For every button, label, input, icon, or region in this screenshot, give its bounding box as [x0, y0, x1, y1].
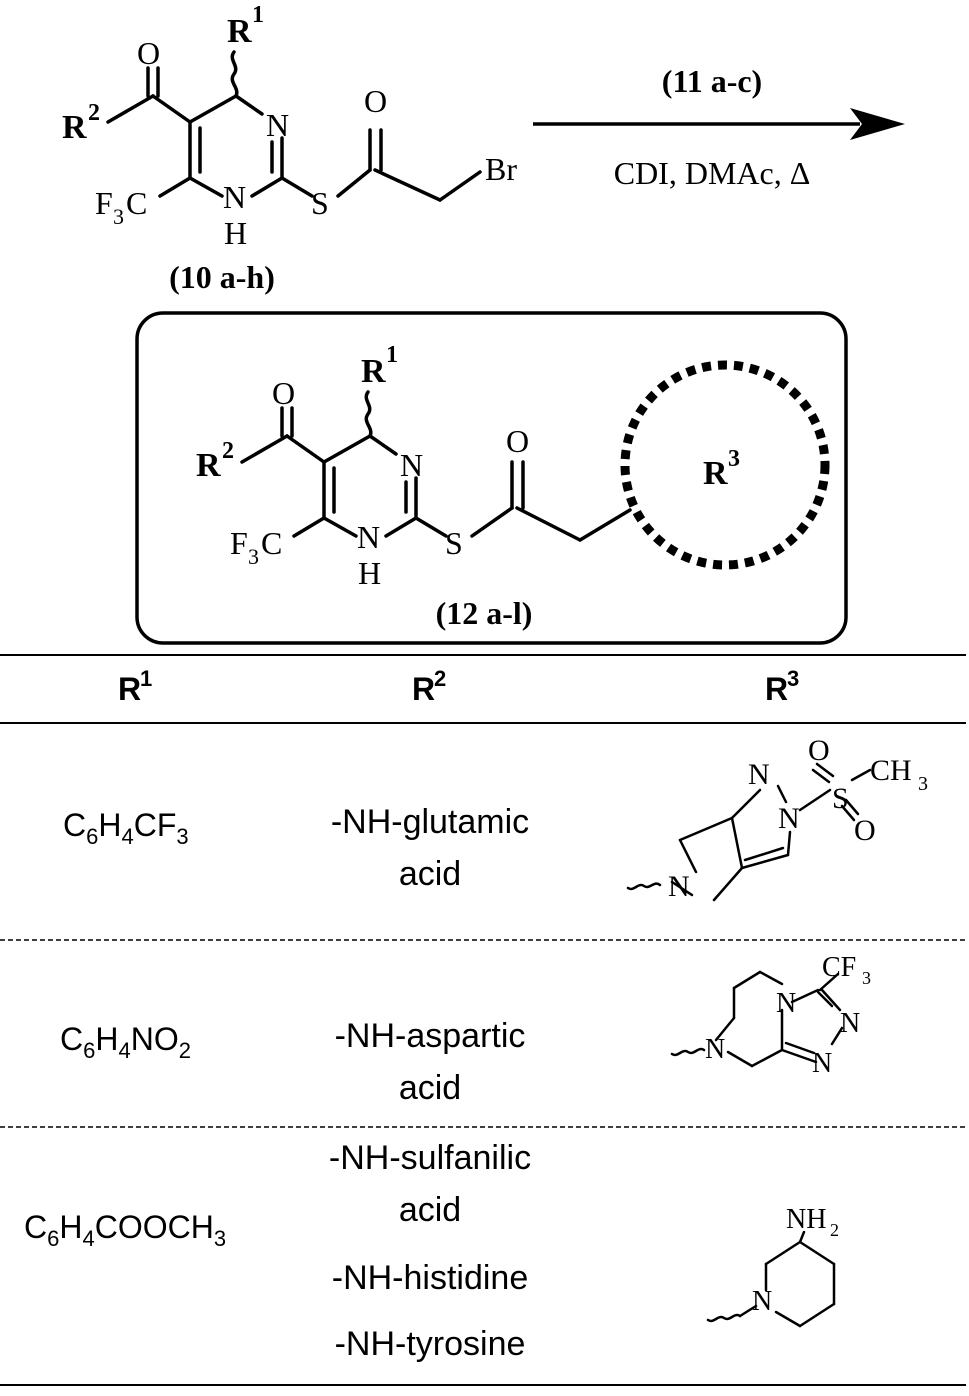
- atom-h: H: [224, 215, 247, 251]
- row3-r2: -NH-sulfanilic acid -NH-histidine -NH-ty…: [290, 1132, 570, 1370]
- reactant-label: (10 a-h): [169, 259, 275, 295]
- atom-n: N: [812, 1048, 832, 1079]
- atom-sub: 3: [113, 204, 124, 229]
- atom-sub: 3: [862, 968, 871, 988]
- r1-column: C6H4CF3 C6H4NO2 C6H4COOCH3: [24, 807, 226, 1251]
- row3-r1: C6H4COOCH3: [24, 1209, 226, 1251]
- product-atoms: O R 1 R 2 N N H F 3 C S O R 3 (12 a-l): [196, 342, 740, 631]
- table-rules: [0, 654, 966, 1386]
- atom-ch: CH: [870, 754, 912, 787]
- atom-n: N: [748, 758, 770, 791]
- row2-r2: -NH-aspartic acid: [290, 1010, 570, 1114]
- reagent-label: (11 a-c): [662, 63, 762, 99]
- product-box: [135, 311, 848, 645]
- row3-r2-line4: -NH-tyrosine: [334, 1325, 526, 1363]
- atom-s: S: [311, 185, 329, 221]
- r3-structure-row1: N N N S O O CH 3: [626, 734, 928, 903]
- product-label: (12 a-l): [436, 595, 533, 631]
- atom-h: H: [358, 555, 381, 591]
- header-r3-sup: 3: [787, 666, 799, 691]
- atom-n: N: [668, 870, 690, 903]
- atom-n: N: [776, 988, 796, 1019]
- atom-n: N: [705, 1034, 725, 1065]
- atom-br: Br: [485, 151, 517, 187]
- atom-r: R: [62, 109, 87, 146]
- atom-o: O: [506, 423, 529, 459]
- atom-sub: 2: [830, 1220, 839, 1240]
- row1-r1: C6H4CF3: [63, 807, 189, 849]
- r3-placeholder-circle: [620, 360, 830, 570]
- row3-r2-line1: -NH-sulfanilic: [328, 1139, 532, 1177]
- atom-n: N: [223, 179, 246, 215]
- row1-r2-line2: acid: [398, 855, 462, 893]
- row2-r2-line2: acid: [398, 1069, 462, 1107]
- header-r3: R: [765, 671, 788, 707]
- atom-sup: 3: [728, 446, 740, 472]
- atom-sub: 3: [918, 773, 928, 795]
- atom-sup: 1: [386, 342, 398, 368]
- atom-f: F: [95, 185, 113, 221]
- row3-r2-line3: -NH-histidine: [331, 1259, 529, 1297]
- atom-f: F: [230, 525, 248, 561]
- atom-r: R: [703, 455, 728, 492]
- reactant-atoms: O R 1 R 2 N N H F 3 C S O Br (10 a-h): [62, 2, 517, 295]
- atom-s: S: [832, 782, 849, 815]
- atom-n: N: [752, 1286, 772, 1317]
- atom-sup: 1: [252, 2, 264, 28]
- atom-r: R: [361, 353, 386, 390]
- atom-o: O: [137, 35, 160, 71]
- row3-r2-line2: acid: [398, 1191, 462, 1229]
- atom-c: C: [261, 525, 282, 561]
- atom-r: R: [227, 13, 252, 50]
- atom-n: N: [357, 519, 380, 555]
- conditions-label: CDI, DMAc, Δ: [614, 155, 811, 191]
- atom-n: N: [778, 802, 800, 835]
- atom-cf: CF: [822, 952, 856, 983]
- r3-structure-row3: N NH 2: [706, 1204, 839, 1328]
- product-bonds: [240, 390, 632, 542]
- atom-sup: 2: [88, 100, 100, 126]
- row2-r2-line1: -NH-aspartic: [334, 1017, 526, 1055]
- reaction-arrow: (11 a-c) CDI, DMAc, Δ: [533, 63, 905, 191]
- row1-r2-line1: -NH-glutamic: [330, 803, 530, 841]
- header-r2-sup: 2: [434, 666, 446, 691]
- table-header: R 1 R 2 R 3: [118, 666, 799, 707]
- row2-r1: C6H4NO2: [60, 1021, 191, 1063]
- atom-o: O: [272, 375, 295, 411]
- r3-structure-row2: N N N N CF 3: [670, 952, 871, 1079]
- atom-s: S: [445, 525, 463, 561]
- header-r2: R: [412, 671, 435, 707]
- atom-sup: 2: [222, 438, 234, 464]
- header-r1-sup: 1: [140, 666, 152, 691]
- atom-o: O: [808, 734, 830, 767]
- atom-nh: NH: [786, 1204, 826, 1235]
- atom-c: C: [126, 185, 147, 221]
- atom-r: R: [196, 447, 221, 484]
- atom-o: O: [854, 814, 876, 847]
- atom-o: O: [364, 83, 387, 119]
- atom-n: N: [840, 1008, 860, 1039]
- atom-n: N: [400, 447, 423, 483]
- row1-r2: -NH-glutamic acid: [290, 796, 570, 900]
- atom-sub: 3: [248, 544, 259, 569]
- header-r1: R: [118, 671, 141, 707]
- reactant-bonds: [106, 50, 482, 202]
- atom-n: N: [266, 107, 289, 143]
